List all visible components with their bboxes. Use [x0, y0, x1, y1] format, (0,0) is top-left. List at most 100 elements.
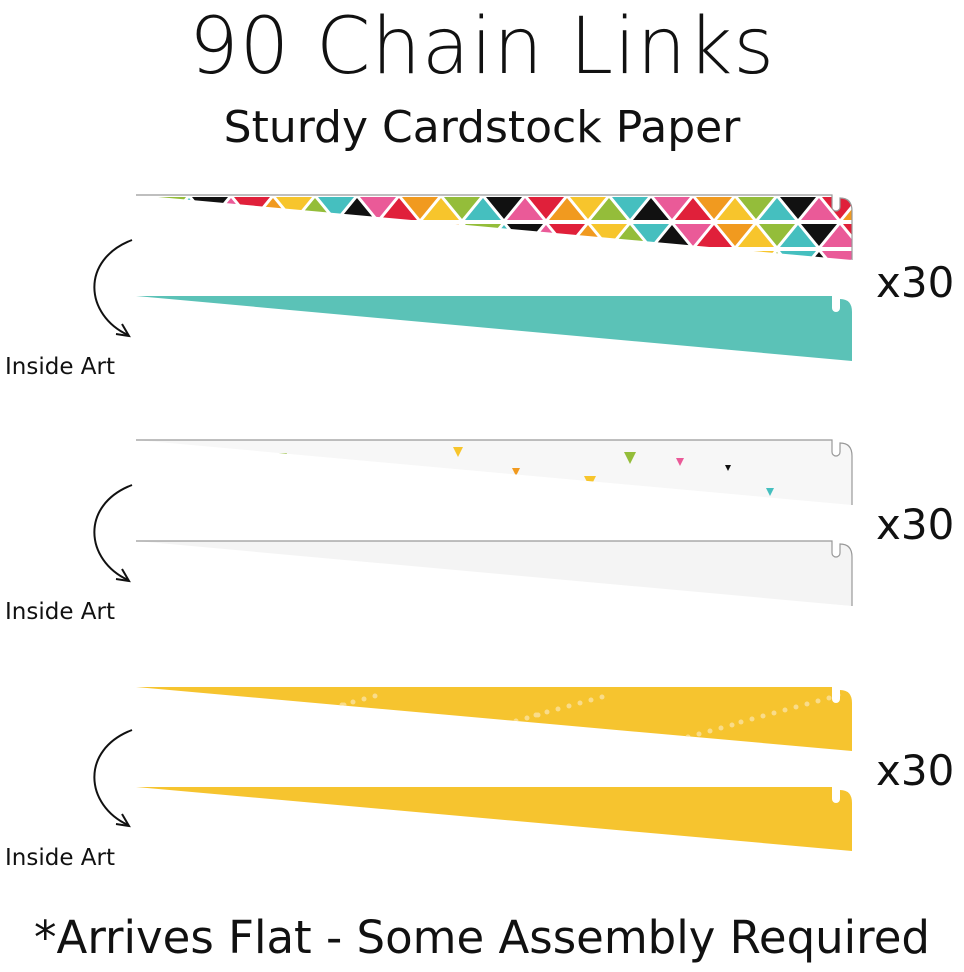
pattern-triangle [360, 225, 396, 247]
strip-background [136, 296, 852, 361]
pattern-triangle [570, 251, 606, 260]
curved-arrow-icon [93, 729, 133, 826]
set-3-quantity: x30 [876, 746, 955, 795]
pattern-triangle [444, 197, 480, 219]
pattern-triangle [339, 252, 375, 260]
dot [674, 737, 680, 743]
pattern-triangle [759, 224, 795, 246]
pattern-triangle [276, 225, 312, 247]
pattern-triangle [276, 197, 312, 219]
confetti-triangle [467, 507, 473, 513]
slit-vertical [155, 551, 158, 606]
pattern-triangle [759, 252, 795, 260]
pattern-triangle [171, 198, 207, 220]
pattern-triangle [549, 198, 585, 220]
pattern-triangle [318, 225, 354, 247]
pattern-triangle [423, 252, 459, 260]
dot [361, 696, 367, 702]
chain-link-strip [87, 195, 852, 260]
dot [253, 726, 259, 732]
pattern-triangle [801, 198, 837, 220]
pattern-triangle [654, 197, 690, 219]
dot [416, 745, 422, 751]
pattern-triangle [507, 198, 543, 220]
dot [793, 704, 799, 710]
dot [330, 705, 336, 711]
pattern-triangle [717, 224, 753, 246]
slit-vertical [155, 450, 158, 505]
pattern-triangle [801, 224, 837, 246]
pattern-triangle [528, 251, 564, 260]
dot [718, 725, 724, 731]
pattern-triangle [402, 197, 438, 219]
assembly-note: *Arrives Flat - Some Assembly Required [34, 911, 930, 964]
pattern-triangle [192, 197, 228, 219]
slit-vertical [155, 797, 158, 851]
pattern-triangle [549, 252, 585, 260]
dot [738, 719, 744, 725]
pattern-triangle [822, 225, 852, 247]
slit-horizontal [472, 580, 524, 583]
slit-horizontal [472, 725, 524, 729]
strip-outline [136, 439, 853, 505]
pattern-triangle [136, 252, 165, 260]
strip-background [136, 541, 852, 606]
strip-background [136, 440, 852, 505]
pattern-triangle [276, 251, 312, 260]
dot [372, 693, 378, 699]
dot [395, 752, 400, 757]
pattern-triangle [136, 224, 165, 246]
pattern-triangle [234, 225, 270, 247]
confetti-triangle [326, 458, 334, 466]
confetti-triangle [725, 465, 731, 471]
dot [685, 734, 691, 740]
confetti-triangle [584, 476, 596, 488]
pattern-triangle [633, 198, 669, 220]
pattern-triangle [822, 251, 852, 260]
pattern-triangle [192, 225, 228, 247]
pattern-triangle [402, 225, 438, 247]
pattern-triangle [675, 224, 711, 246]
dot [782, 707, 788, 713]
arrow-head-icon [115, 813, 131, 828]
pattern-triangle [402, 251, 438, 260]
pattern-triangle [255, 252, 291, 260]
dot [200, 741, 206, 747]
pattern-triangle [675, 252, 711, 260]
pattern-triangle [318, 197, 354, 219]
slit-horizontal [472, 335, 524, 338]
dot [566, 703, 572, 709]
pattern-triangle [654, 251, 690, 260]
product-title: 90 Chain Links [188, 2, 775, 92]
set-2-inside-label: Inside Art [5, 599, 116, 625]
pattern-triangle [255, 224, 291, 246]
dot [513, 718, 519, 724]
pattern-triangle [87, 198, 123, 220]
dot [384, 755, 389, 760]
arrow-head-icon [115, 568, 131, 583]
dot [524, 715, 530, 721]
pattern-triangle [339, 224, 375, 246]
dot [652, 743, 658, 749]
pattern-triangle [717, 198, 753, 220]
dot [350, 699, 356, 705]
dot [427, 742, 433, 748]
dot [502, 721, 508, 727]
dot [771, 710, 777, 716]
pattern-triangle [360, 251, 396, 260]
dot [632, 749, 638, 751]
dot [622, 753, 627, 758]
chain-link-strip [136, 541, 852, 606]
dot [760, 713, 766, 719]
pattern-triangle [591, 252, 627, 260]
pattern-triangle [136, 251, 144, 260]
dot [469, 730, 475, 736]
dot [438, 739, 444, 745]
confetti-triangle [512, 468, 520, 476]
pattern-triangle [444, 225, 480, 247]
dot [405, 748, 411, 751]
pattern-triangle [528, 197, 564, 219]
dot [147, 692, 153, 698]
pattern-triangle [591, 224, 627, 246]
pattern-triangle [570, 197, 606, 219]
